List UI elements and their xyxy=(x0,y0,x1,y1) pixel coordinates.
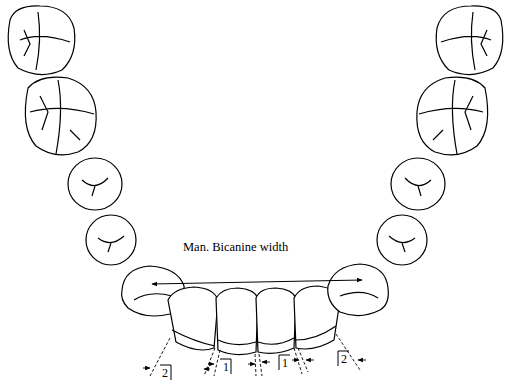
premolar-groove xyxy=(389,236,415,252)
canine-ridge xyxy=(134,294,172,300)
molar-groove xyxy=(30,80,94,154)
molar xyxy=(417,77,488,155)
width-guides xyxy=(150,334,360,376)
premolar xyxy=(86,215,136,265)
tooth-number: 2 xyxy=(341,353,347,365)
molar xyxy=(25,77,96,155)
premolar-groove xyxy=(98,236,124,252)
palmer-bracket xyxy=(160,351,349,380)
incisal-edge xyxy=(218,340,256,345)
molar xyxy=(8,6,75,75)
premolar xyxy=(377,215,427,265)
incisal-edge xyxy=(296,326,336,340)
dimension-label: Man. Bicanine width xyxy=(183,241,288,254)
canine-ridge xyxy=(340,292,378,298)
tooth-number: 1 xyxy=(282,357,288,369)
molar xyxy=(436,6,503,75)
premolar-groove xyxy=(82,178,108,196)
width-arrows xyxy=(143,360,366,369)
premolar-groove xyxy=(405,178,431,196)
incisal-edge xyxy=(258,338,294,344)
teeth xyxy=(8,6,503,355)
tooth-number: 2 xyxy=(162,367,168,379)
premolar xyxy=(391,158,445,210)
incisor xyxy=(256,288,296,353)
molar-groove xyxy=(419,80,483,154)
incisal-edge xyxy=(172,330,215,346)
bicanine-width-line xyxy=(152,280,362,284)
tooth-number: 1 xyxy=(223,361,229,373)
premolar xyxy=(68,158,122,210)
molar-groove xyxy=(441,12,491,70)
canine xyxy=(328,264,389,316)
molar-groove xyxy=(20,12,70,70)
incisor xyxy=(216,288,258,355)
incisor xyxy=(168,287,218,350)
